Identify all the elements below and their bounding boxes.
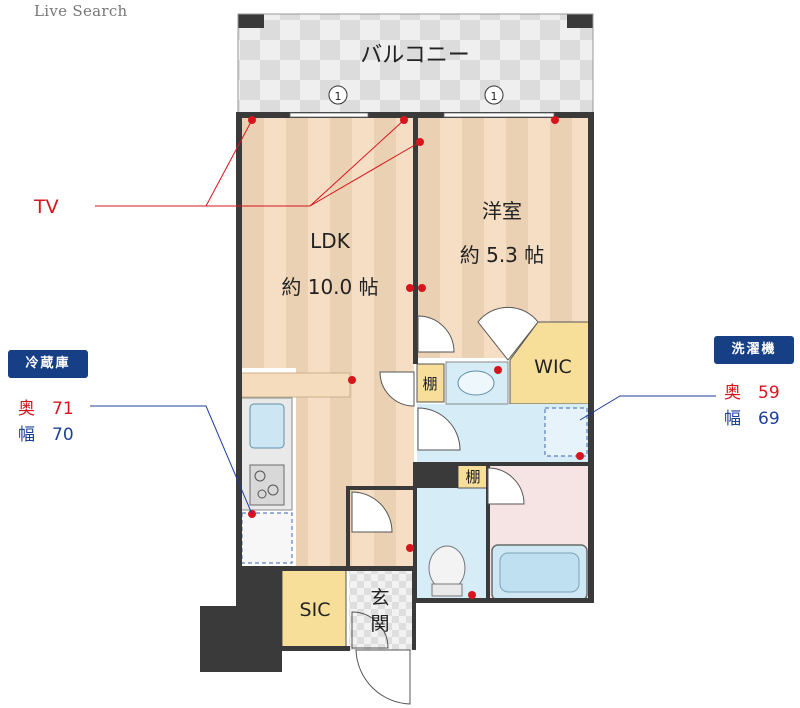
wic-label: WIC (534, 356, 572, 378)
stove (249, 464, 285, 506)
washer-width-label: 幅 (724, 409, 741, 429)
fridge-depth-label: 奥 (18, 399, 35, 419)
window-mark-1 (328, 85, 348, 105)
toilet (428, 545, 466, 591)
western-room-size: 約 5.3 帖 (460, 243, 545, 267)
sic-label: SIC (300, 599, 331, 621)
fridge-badge: 冷蔵庫 (8, 350, 88, 378)
watermark-text: Live Search (34, 2, 128, 20)
fridge-width-value: 70 (52, 425, 74, 445)
entrance-area (349, 570, 413, 650)
kitchen-counter (239, 372, 351, 398)
washer-width-value: 69 (758, 409, 780, 429)
ldk-floor (240, 118, 414, 368)
balcony-area (238, 14, 593, 114)
balcony-label: バルコニー (360, 43, 470, 68)
fridge-badge-title: 冷蔵庫 (25, 356, 71, 371)
shelf-label-2: 棚 (465, 468, 480, 486)
washer-badge: 洗濯機 (714, 336, 794, 364)
washer-depth-label: 奥 (724, 383, 741, 403)
washer-depth-value: 59 (758, 383, 780, 403)
window-mark-1-label: 1 (335, 90, 342, 103)
western-room-label: 洋室 (482, 199, 522, 223)
washer-space (544, 407, 588, 457)
sink (249, 403, 285, 449)
ldk-label: LDK (310, 229, 351, 253)
tv-label: TV (34, 196, 59, 218)
window-mark-2 (484, 85, 504, 105)
wash-basin (457, 370, 495, 396)
fridge-width: 幅 70 (18, 420, 74, 445)
washer-width: 幅 69 (724, 404, 780, 429)
fridge-space (241, 512, 293, 564)
shelf-label-1: 棚 (422, 375, 437, 393)
ldk-size: 約 10.0 帖 (281, 275, 378, 299)
washer-badge-title: 洗濯機 (731, 342, 777, 357)
shelf-area (416, 363, 445, 403)
window-mark-2-label: 1 (491, 90, 498, 103)
washer-depth: 奥 59 (724, 378, 780, 403)
fridge-depth-value: 71 (52, 399, 74, 419)
fridge-width-label: 幅 (18, 425, 35, 445)
fridge-depth: 奥 71 (18, 394, 74, 419)
entrance-label-1: 玄 (370, 587, 389, 609)
entrance-label-2: 関 (370, 613, 389, 635)
